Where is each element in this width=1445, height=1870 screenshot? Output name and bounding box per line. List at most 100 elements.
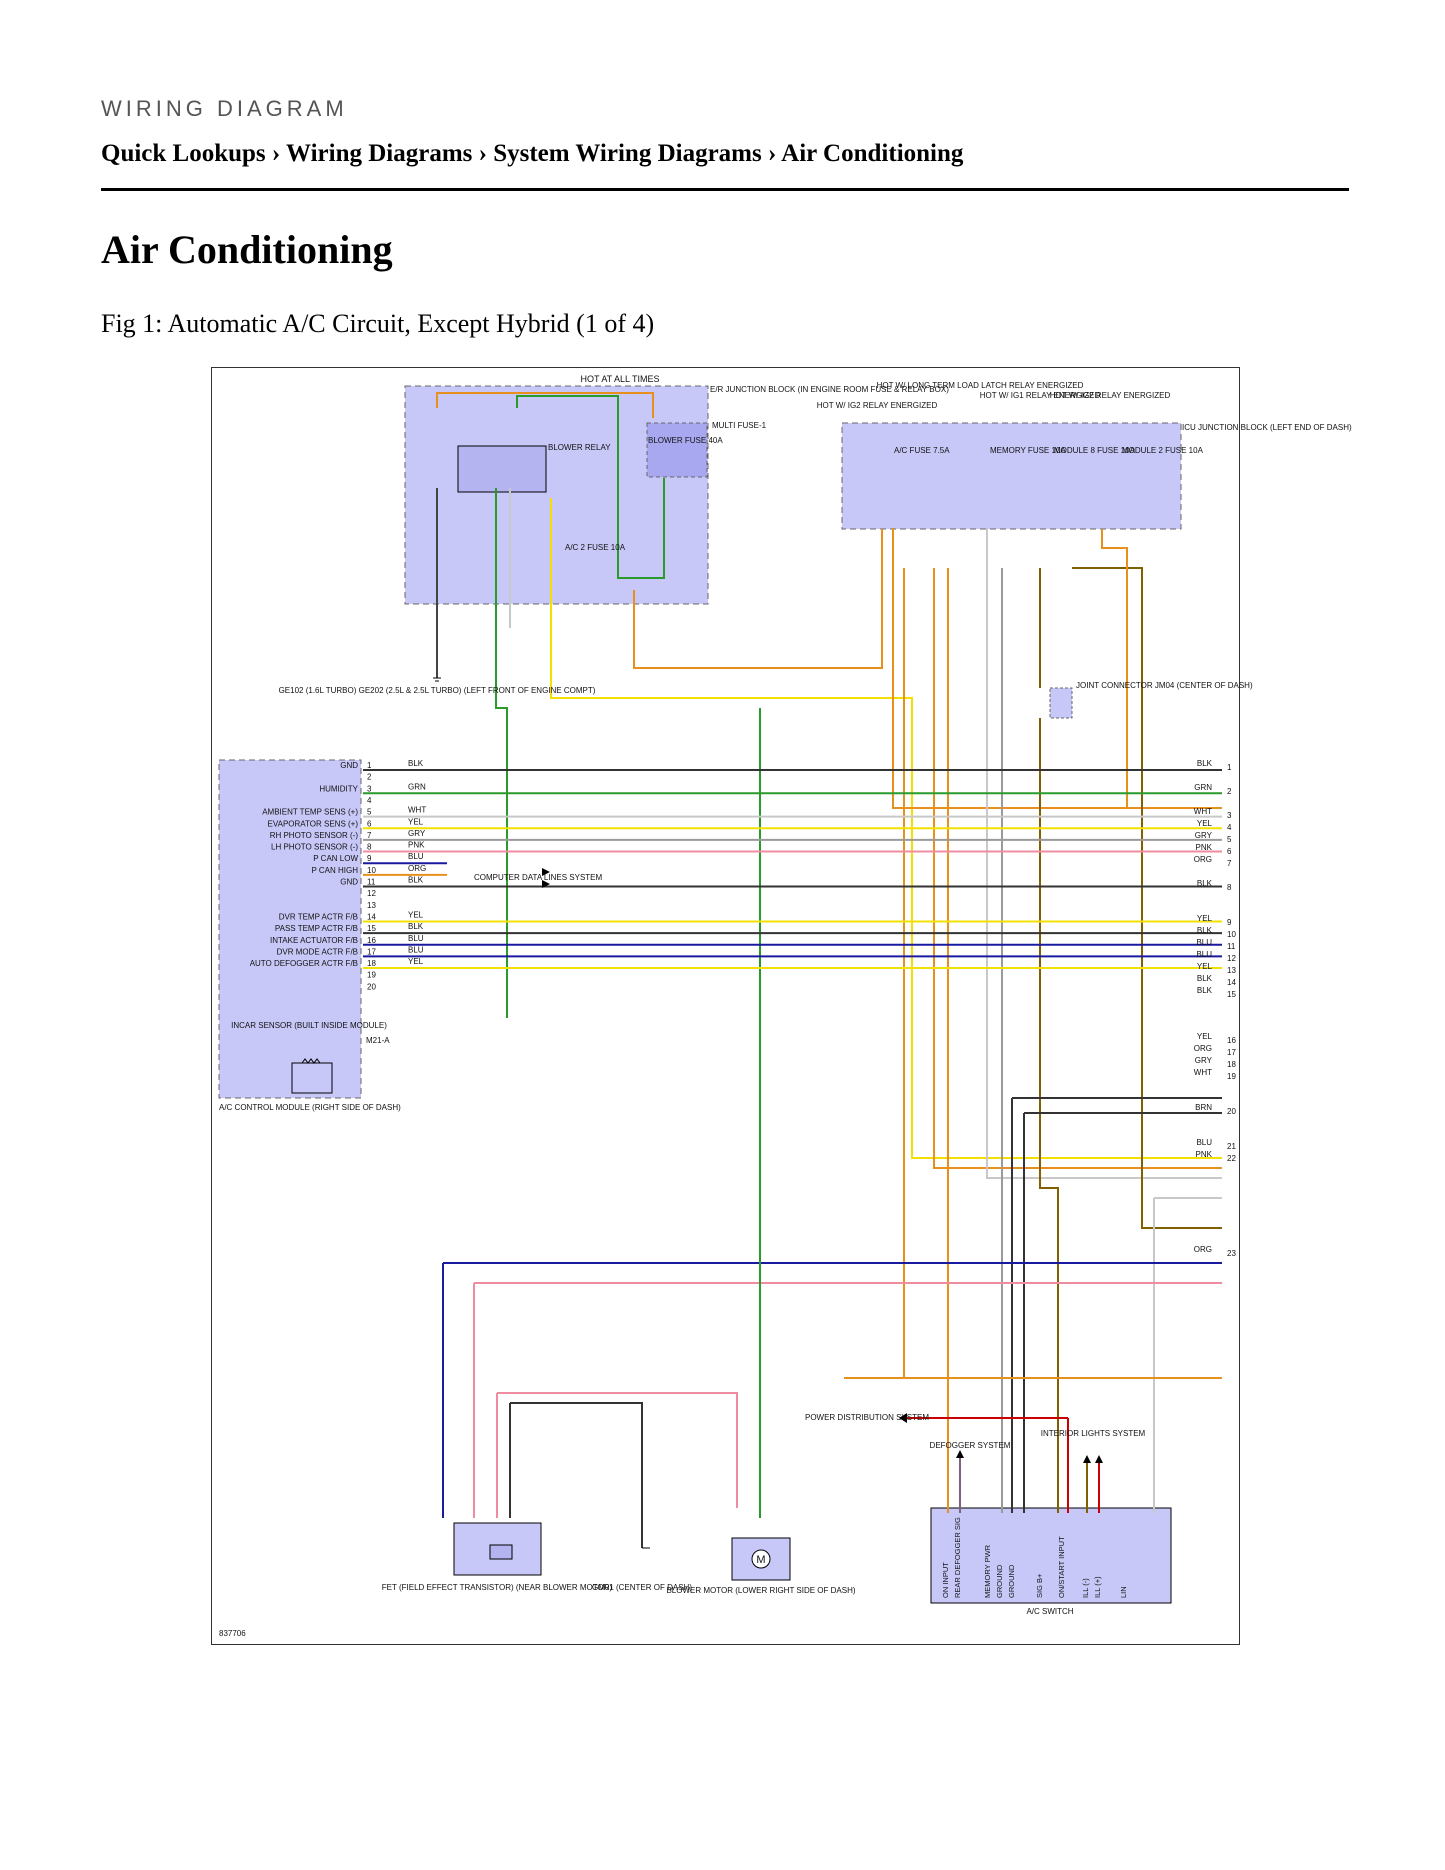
blower-relay: [457, 445, 547, 493]
incar-sensor-label: INCAR SENSOR (BUILT INSIDE MODULE): [231, 1021, 387, 1030]
right-connector-number: 22: [1227, 1154, 1236, 1163]
hot-label-ig1: HOT W/ IG1 RELAY ENERGIZED: [980, 391, 1101, 400]
right-connector-number: 4: [1227, 823, 1232, 832]
wire-color-label: BLK: [408, 922, 424, 931]
right-wire-label: WHT: [1194, 1068, 1212, 1077]
pin-label: EVAPORATOR SENS (+): [268, 819, 359, 828]
pin-number: 12: [367, 889, 376, 898]
blower-motor-symbol: [751, 1549, 771, 1569]
right-connector-number: 11: [1227, 942, 1236, 951]
incar-sensor-symbol: [291, 1062, 333, 1094]
wire-color-label: GRY: [408, 829, 426, 838]
right-wire-label: GRN: [1194, 783, 1212, 792]
right-wire-label: BLK: [1197, 759, 1213, 768]
switch-pin-label: LIN: [1119, 1586, 1128, 1598]
pin-number: 8: [367, 843, 372, 852]
pin-number: 10: [367, 866, 376, 875]
arrow-icon: [542, 868, 550, 888]
wire-color-label: BLU: [408, 852, 424, 861]
wire-color-label: BLU: [408, 934, 424, 943]
right-wire-label: BLK: [1197, 879, 1213, 888]
right-wire-label: ORG: [1194, 855, 1212, 864]
hot-label-always: HOT AT ALL TIMES: [580, 374, 659, 384]
wire-color-label: YEL: [408, 817, 424, 826]
pin-label: PASS TEMP ACTR F/B: [275, 924, 358, 933]
pin-number: 6: [367, 819, 372, 828]
right-connector-number: 21: [1227, 1142, 1236, 1151]
module-name-label: A/C CONTROL MODULE (RIGHT SIDE OF DASH): [219, 1103, 401, 1112]
right-wire-label: BLU: [1196, 950, 1212, 959]
right-connector-number: 18: [1227, 1060, 1236, 1069]
pin-number: 9: [367, 854, 372, 863]
right-connector-number: 6: [1227, 847, 1232, 856]
joint-connector-box: [1049, 687, 1073, 719]
right-wire-label: GRY: [1195, 831, 1213, 840]
right-wire-label: YEL: [1197, 962, 1213, 971]
pin-number: 4: [367, 796, 372, 805]
wire-color-label: PNK: [408, 841, 425, 850]
pin-number: 17: [367, 947, 376, 956]
pin-number: 7: [367, 831, 372, 840]
pin-number: 5: [367, 808, 372, 817]
figure-caption: Fig 1: Automatic A/C Circuit, Except Hyb…: [101, 309, 655, 338]
right-connector-number: 15: [1227, 990, 1236, 999]
breadcrumb[interactable]: Quick Lookups › Wiring Diagrams › System…: [101, 140, 964, 167]
er-junction-block: [404, 385, 709, 605]
right-wire-label: YEL: [1197, 914, 1213, 923]
wire-color-label: YEL: [408, 957, 424, 966]
right-connector-numbers: 1BLK2GRN3WHT4YEL5GRY6PNK7ORG8BLK9YEL10BL…: [1194, 759, 1237, 1258]
pin-number: 11: [367, 878, 376, 887]
power-dist-label: POWER DISTRIBUTION SYSTEM: [805, 1413, 929, 1422]
ground-icon: [433, 677, 650, 1549]
module-wire-bus: [363, 769, 1222, 970]
memory-fuse-label: MEMORY FUSE 10A: [990, 446, 1066, 455]
er-block-label: E/R JUNCTION BLOCK (IN ENGINE ROOM FUSE …: [710, 385, 949, 394]
right-connector-number: 5: [1227, 835, 1232, 844]
pin-number: 20: [367, 982, 376, 991]
right-connector-number: 12: [1227, 954, 1236, 963]
joint-connector-label: JOINT CONNECTOR JM04 (CENTER OF DASH): [1076, 681, 1253, 690]
ac-fuse-label: A/C FUSE 7.5A: [894, 446, 950, 455]
wire-color-label: YEL: [408, 910, 424, 919]
ac-control-module: [218, 759, 362, 1099]
right-connector-number: 2: [1227, 787, 1232, 796]
right-wire-label: WHT: [1194, 807, 1212, 816]
right-connector-number: 7: [1227, 859, 1232, 868]
wire-color-label: ORG: [408, 864, 426, 873]
switch-pin-label: REAR DEFOGGER SIG: [953, 1517, 962, 1598]
right-wire-label: YEL: [1197, 1032, 1213, 1041]
blower-fuse-box: [646, 422, 708, 478]
wire-color-label: BLU: [408, 945, 424, 954]
thermistor-icon: [301, 1058, 321, 1064]
right-connector-number: 17: [1227, 1048, 1236, 1057]
hot-label-ig2-b: HOT W/ IG2 RELAY ENERGIZED: [1050, 391, 1171, 400]
blower-relay-label: BLOWER RELAY: [548, 443, 611, 452]
module8-fuse-label: MODULE 8 FUSE 10A: [1054, 446, 1136, 455]
pin-label: P CAN HIGH: [311, 866, 358, 875]
ac-switch-label: A/C SWITCH: [1026, 1607, 1073, 1616]
pin-number: 16: [367, 936, 376, 945]
right-connector-number: 20: [1227, 1107, 1236, 1116]
pin-label: GND: [340, 878, 358, 887]
right-wire-label: BLK: [1197, 926, 1213, 935]
pin-number: 15: [367, 924, 376, 933]
blower-fuse-label: BLOWER FUSE 40A: [648, 436, 723, 445]
pin-number: 1: [367, 761, 372, 770]
pin-label: INTAKE ACTUATOR F/B: [270, 936, 358, 945]
pin-label: DVR MODE ACTR F/B: [277, 947, 358, 956]
ground-ge-label: GE102 (1.6L TURBO) GE202 (2.5L & 2.5L TU…: [279, 686, 596, 695]
right-wire-label: ORG: [1194, 1044, 1212, 1053]
right-wire-label: ORG: [1194, 1245, 1212, 1254]
switch-pin-label: ON/START INPUT: [1057, 1536, 1066, 1598]
fet-label: FET (FIELD EFFECT TRANSISTOR) (NEAR BLOW…: [382, 1583, 613, 1592]
right-connector-number: 3: [1227, 811, 1232, 820]
pin-number: 13: [367, 901, 376, 910]
page-title: Air Conditioning: [101, 227, 393, 272]
icu-block-label: ICU JUNCTION BLOCK (LEFT END OF DASH): [1182, 423, 1352, 432]
wire-color-label: BLK: [408, 759, 424, 768]
pin-number: 3: [367, 784, 372, 793]
right-connector-number: 1: [1227, 763, 1232, 772]
pin-number: 19: [367, 971, 376, 980]
right-wire-label: BLK: [1197, 986, 1213, 995]
